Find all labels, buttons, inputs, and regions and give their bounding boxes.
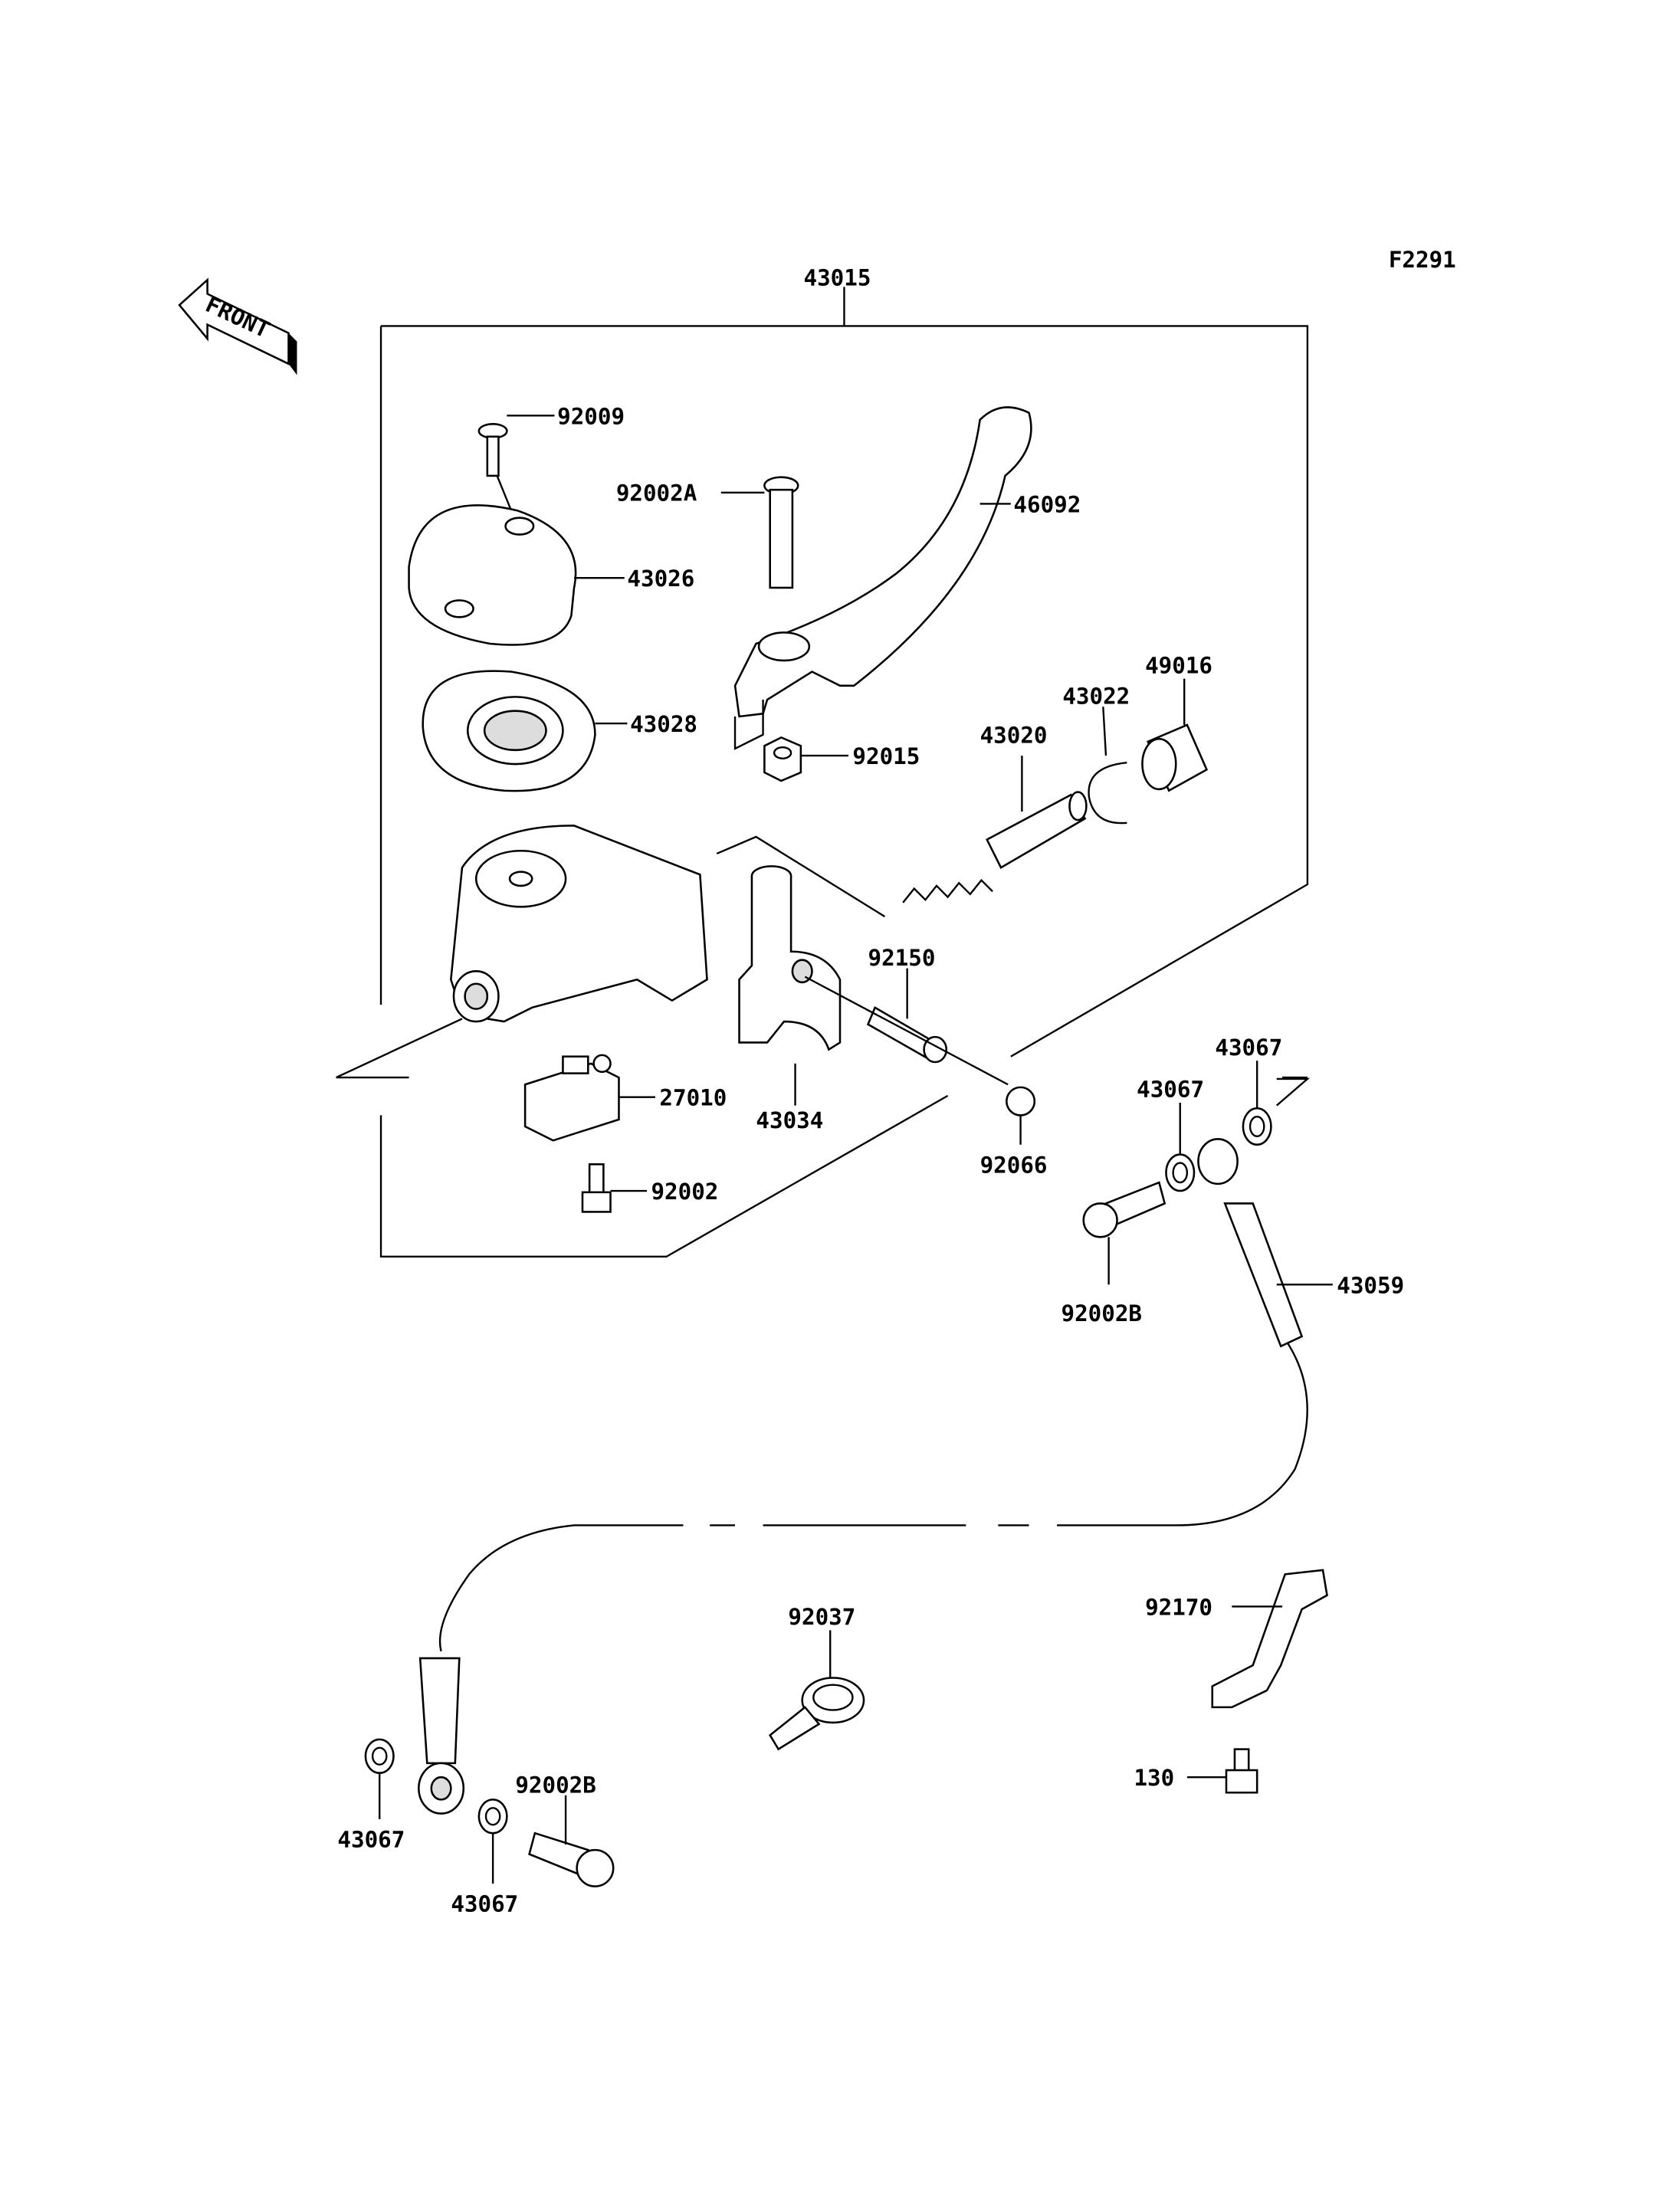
banjo-bolt-92002B-upper: [1082, 1181, 1166, 1285]
nut-92015: [763, 736, 848, 782]
assembly-outline: [336, 287, 1311, 1258]
screw-92009: [477, 415, 555, 521]
hose-clamp-92037: [769, 1630, 865, 1751]
diagram-code: F2291: [1389, 247, 1456, 273]
label-43067-lower-right: 43067: [451, 1890, 518, 1917]
label-49016: 49016: [1145, 652, 1212, 678]
bolt-92150: [804, 968, 1009, 1086]
banjo-bolt-92002B-lower: [528, 1795, 615, 1887]
master-cylinder-body: [450, 825, 708, 1023]
label-92066: 92066: [980, 1152, 1048, 1178]
bolt-130: [1186, 1748, 1258, 1794]
brake-hose-43059: [438, 1138, 1333, 1652]
label-92037: 92037: [788, 1604, 855, 1630]
label-46092: 46092: [1013, 491, 1081, 517]
label-92170: 92170: [1145, 1594, 1212, 1620]
label-43067-lower-left: 43067: [337, 1826, 405, 1852]
reservoir-cap-43026: [408, 504, 625, 646]
dust-boot-49016: [1141, 678, 1209, 792]
label-43015: 43015: [804, 265, 871, 291]
label-43034: 43034: [756, 1107, 823, 1133]
label-92150: 92150: [868, 945, 936, 971]
label-92015: 92015: [852, 743, 920, 769]
washer-43067-lower-right: [477, 1799, 508, 1884]
switch-27010: [523, 1054, 655, 1142]
label-92002B-upper: 92002B: [1061, 1300, 1143, 1326]
pivot-bolt-92002A: [720, 476, 799, 589]
circlip-43022: [1088, 707, 1127, 825]
diaphragm-43028: [422, 670, 628, 792]
label-27010: 27010: [659, 1085, 727, 1111]
label-43020: 43020: [980, 723, 1048, 749]
washer-43067-upper-right: [1242, 1061, 1272, 1146]
label-92002B-lower: 92002B: [515, 1772, 596, 1798]
label-130: 130: [1134, 1765, 1174, 1791]
label-43022: 43022: [1062, 684, 1130, 710]
label-43028: 43028: [630, 711, 697, 737]
label-92009: 92009: [557, 403, 625, 429]
label-92002A: 92002A: [616, 480, 697, 507]
washer-43067-lower-left: [364, 1738, 395, 1819]
label-43067-upper-left: 43067: [1137, 1077, 1204, 1103]
front-arrow-icon: FRONT: [178, 277, 297, 375]
label-43026: 43026: [627, 566, 694, 592]
cap-92066: [1006, 1086, 1036, 1145]
clamp-92170: [1211, 1569, 1328, 1709]
lever-46092: [733, 406, 1032, 750]
label-43059: 43059: [1337, 1272, 1404, 1298]
piston-kit-43020: [902, 756, 1088, 903]
clamp-43034: [738, 865, 842, 1106]
washer-43067-upper-left: [1165, 1102, 1196, 1192]
label-92002: 92002: [651, 1179, 718, 1205]
label-43067-upper-right: 43067: [1215, 1035, 1282, 1061]
screw-92002: [581, 1163, 647, 1213]
brake-hose-lower-end: [418, 1657, 465, 1815]
